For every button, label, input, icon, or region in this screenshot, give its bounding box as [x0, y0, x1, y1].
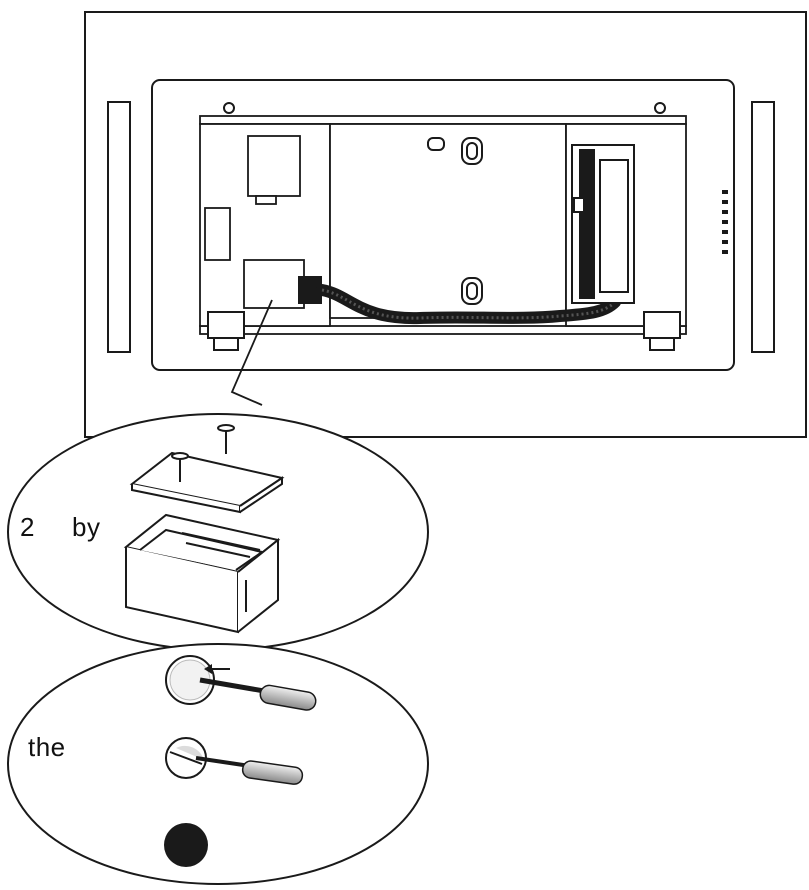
screwdriver-icon [195, 756, 304, 785]
side-buttons [722, 190, 728, 254]
mount-holes-top [223, 102, 666, 114]
screwdriver-icon [199, 664, 317, 711]
right-slot [751, 101, 775, 353]
battery-box [243, 259, 305, 309]
callout-label-bottom: the [28, 732, 66, 762]
battery-box-enlarged [123, 513, 281, 634]
left-slot [107, 101, 131, 353]
bottom-hinges [207, 311, 681, 351]
battery-coin-icon [164, 823, 208, 867]
control-board [204, 135, 301, 261]
vesa-slots [427, 137, 483, 305]
callout-label-number: 2 [20, 512, 35, 542]
callout-leader [230, 299, 273, 406]
callout-label-word: by [72, 512, 101, 542]
callout-bottom [7, 643, 429, 885]
right-bracket [571, 144, 635, 304]
battery-cover [129, 451, 285, 514]
coin-icon [165, 655, 215, 705]
screw-icon [171, 424, 235, 482]
